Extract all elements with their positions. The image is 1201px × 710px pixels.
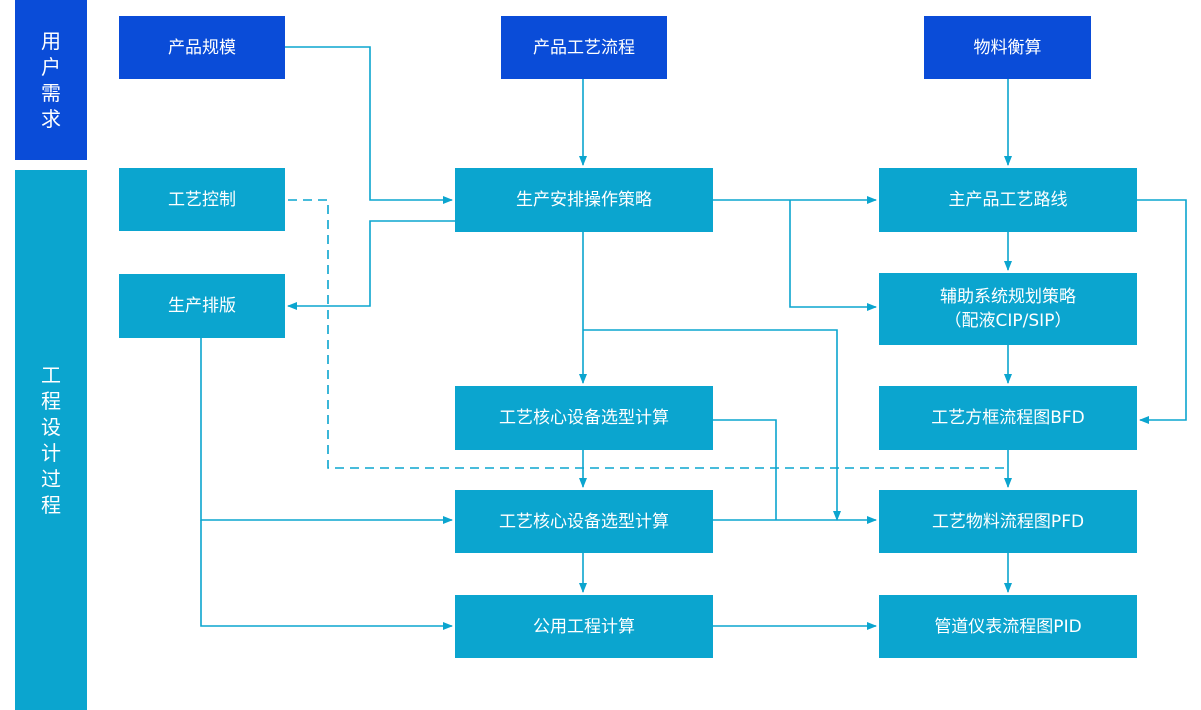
node-label: 工艺核心设备选型计算: [499, 408, 669, 428]
edge-scheduling-to-core2: [200, 338, 453, 524]
user-requirements-char: 需: [41, 81, 61, 105]
node-label: 管道仪表流程图PID: [934, 616, 1082, 637]
node-label: 生产排版: [168, 296, 236, 316]
user-requirements-char: 求: [41, 107, 61, 131]
node-pid: 管道仪表流程图PID: [879, 595, 1137, 658]
node-label: 产品规模: [168, 37, 236, 58]
engineering-process-char: 设: [41, 415, 61, 439]
node-label: 生产安排操作策略: [516, 190, 652, 210]
engineering-process-char: 工: [41, 363, 61, 387]
engineering-process-band: 工 程 设 计 过 程: [15, 170, 87, 710]
user-requirements-char: 户: [41, 55, 61, 79]
node-bfd: 工艺方框流程图BFD: [879, 386, 1137, 450]
node-label-line1: 辅助系统规划策略: [940, 287, 1076, 307]
engineering-process-char: 程: [41, 493, 61, 517]
edge-strategy-to-scheduling: [287, 220, 455, 310]
node-label-line2: （配液CIP/SIP）: [944, 311, 1072, 331]
node-utility-calc: 公用工程计算: [455, 595, 713, 658]
engineering-process-char: 程: [41, 389, 61, 413]
node-pfd: 工艺物料流程图PFD: [879, 490, 1137, 553]
node-label: 工艺核心设备选型计算: [499, 511, 669, 532]
node-label: 主产品工艺路线: [948, 190, 1068, 210]
node-label: 公用工程计算: [533, 616, 635, 637]
node-production-strategy: 生产安排操作策略: [455, 168, 713, 232]
user-requirements-band: 用 户 需 求: [15, 0, 87, 160]
edge-route-to-bfd: [1137, 199, 1187, 424]
engineering-process-char: 过: [41, 467, 61, 491]
edge-scheduling-to-utility: [200, 520, 453, 630]
node-auxiliary-system: 辅助系统规划策略 （配液CIP/SIP）: [879, 273, 1137, 345]
node-production-scheduling: 生产排版: [119, 274, 285, 338]
node-core-equipment-calc-2: 工艺核心设备选型计算: [455, 490, 713, 553]
edge-strategy-to-pfd: [583, 329, 841, 521]
edge-control-to-pfd-dashed: [288, 199, 1008, 469]
node-product-process-flow: 产品工艺流程: [501, 16, 667, 79]
edge-core1-to-pfd: [713, 419, 777, 520]
node-label: 工艺方框流程图BFD: [931, 408, 1085, 428]
node-material-balance: 物料衡算: [924, 16, 1091, 79]
node-process-control: 工艺控制: [119, 168, 285, 231]
node-label: 物料衡算: [973, 37, 1042, 58]
node-main-product-route: 主产品工艺路线: [879, 168, 1137, 232]
node-label: 产品工艺流程: [533, 37, 635, 58]
edge-scale-to-strategy: [285, 46, 453, 204]
node-label: 工艺控制: [168, 189, 236, 210]
node-product-scale: 产品规模: [119, 16, 285, 79]
edge-strategy-to-auxiliary: [789, 200, 877, 311]
engineering-process-char: 计: [41, 441, 61, 465]
node-label: 工艺物料流程图PFD: [931, 511, 1085, 532]
user-requirements-char: 用: [41, 29, 61, 53]
node-core-equipment-calc-1: 工艺核心设备选型计算: [455, 386, 713, 450]
